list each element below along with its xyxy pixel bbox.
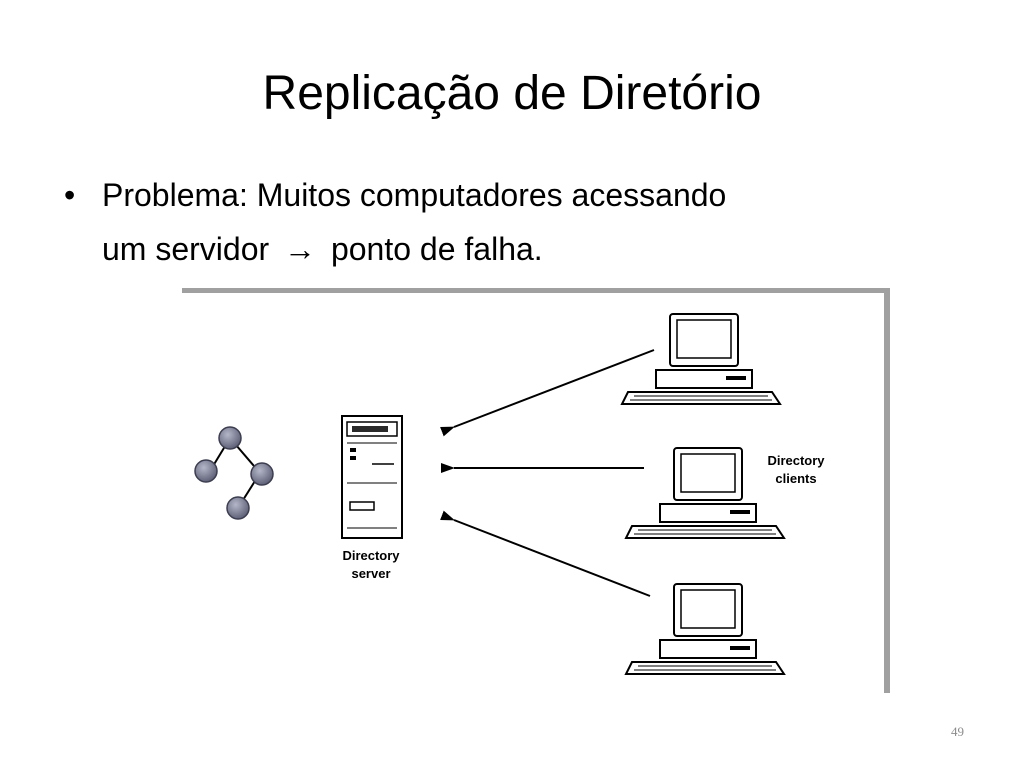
bullet-item-continuation: um servidor → ponto de falha. [64, 222, 964, 276]
server-label-line2: server [351, 566, 390, 581]
directory-tree-icon [194, 426, 274, 520]
client-computer-icon [624, 447, 786, 539]
right-arrow-icon: → [284, 231, 317, 267]
tree-node [194, 459, 218, 483]
bullet-line-1: Problema: Muitos computadores acessando [102, 177, 727, 213]
request-arrow [440, 510, 651, 597]
clients-label-line1: Directory [767, 453, 825, 468]
request-arrow [440, 349, 655, 437]
frame-right-border [884, 288, 890, 693]
tree-node [250, 462, 274, 486]
page-number: 49 [951, 724, 964, 739]
clients-label-line2: clients [775, 471, 816, 486]
bullet-item: • Problema: Muitos computadores acessand… [64, 168, 964, 222]
bullet-list: • Problema: Muitos computadores acessand… [64, 168, 964, 276]
tree-node [218, 426, 242, 450]
directory-diagram: Directory server [182, 288, 892, 693]
tree-node [226, 496, 250, 520]
client-computer-icon [624, 583, 786, 675]
bullet-line-2-start: um servidor [102, 231, 270, 267]
bullet-line-2-end: ponto de falha. [330, 231, 543, 267]
diagram-canvas: Directory server [182, 288, 890, 693]
client-computer-icon [620, 313, 782, 405]
directory-server-icon [341, 415, 403, 539]
bullet-dot: • [64, 177, 76, 213]
frame-top-border [182, 288, 889, 293]
slide-title: Replicação de Diretório [262, 67, 762, 120]
server-label-line1: Directory [342, 548, 400, 563]
